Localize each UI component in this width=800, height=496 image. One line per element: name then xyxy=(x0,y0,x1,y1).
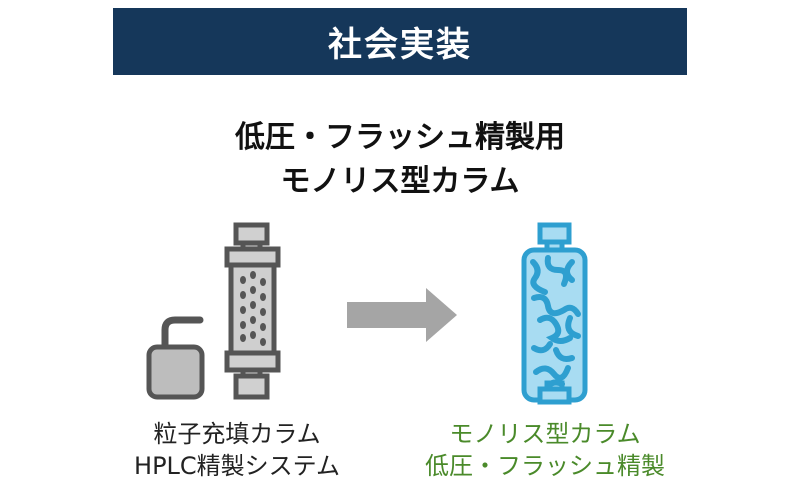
left-caption: 粒子充填カラム HPLC精製システム xyxy=(112,418,362,482)
title-line1: 低圧・フラッシュ精製用 xyxy=(235,120,565,155)
right-caption-line1: モノリス型カラム xyxy=(449,420,641,448)
left-caption-line1: 粒子充填カラム xyxy=(153,420,321,448)
packed-column-icon xyxy=(224,222,281,400)
monolith-column-icon xyxy=(521,222,588,405)
right-caption-line2: 低圧・フラッシュ精製 xyxy=(425,452,665,480)
arrow-right-icon xyxy=(347,288,457,342)
pump-icon xyxy=(146,316,205,400)
section-banner: 社会実装 xyxy=(113,8,687,75)
right-caption: モノリス型カラム 低圧・フラッシュ精製 xyxy=(420,418,670,482)
left-caption-line2: HPLC精製システム xyxy=(134,452,340,480)
title-line2: モノリス型カラム xyxy=(280,164,520,199)
